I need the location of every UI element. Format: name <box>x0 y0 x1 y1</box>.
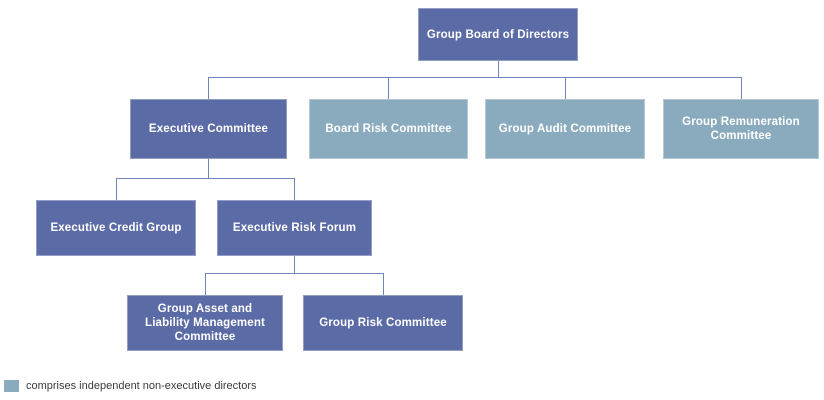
node-executive-risk-forum[interactable]: Executive Risk Forum <box>217 200 372 256</box>
connector-drop-group-risk-committee <box>383 273 384 295</box>
node-label: Group Risk Committee <box>319 317 447 329</box>
node-board-risk-committee[interactable]: Board Risk Committee <box>309 99 468 159</box>
connector-executive-risk-forum-stem <box>294 256 295 273</box>
node-label: Executive Committee <box>148 123 269 135</box>
node-group-risk-committee[interactable]: Group Risk Committee <box>303 295 463 351</box>
node-label: Group Audit Committee <box>498 123 632 135</box>
legend-swatch-non-executive <box>4 380 19 392</box>
connector-board-stem <box>498 61 499 77</box>
connector-drop-group-audit-committee <box>565 77 566 99</box>
node-label: Executive Credit Group <box>50 222 182 234</box>
connector-drop-executive-credit-group <box>116 178 117 200</box>
connector-drop-executive-committee <box>208 77 209 99</box>
connector-level1-bus <box>208 77 741 78</box>
node-executive-credit-group[interactable]: Executive Credit Group <box>36 200 196 256</box>
connector-level2-bus <box>116 178 295 179</box>
connector-drop-executive-risk-forum <box>294 178 295 200</box>
connector-drop-board-risk-committee <box>388 77 389 99</box>
node-group-remuneration-committee[interactable]: Group Remuneration Committee <box>663 99 819 159</box>
node-label: Group Asset and Liability Management Com… <box>145 303 265 343</box>
node-label: Board Risk Committee <box>325 123 452 135</box>
legend: comprises independent non-executive dire… <box>4 380 257 392</box>
connector-level3-bus <box>205 273 384 274</box>
connector-drop-group-remuneration-committee <box>741 77 742 99</box>
node-executive-committee[interactable]: Executive Committee <box>130 99 287 159</box>
node-group-board-of-directors[interactable]: Group Board of Directors <box>418 8 578 61</box>
node-label: Group Remuneration Committee <box>682 116 800 142</box>
node-label: Executive Risk Forum <box>232 222 357 234</box>
connector-drop-group-asset-liability-committee <box>205 273 206 295</box>
legend-label: comprises independent non-executive dire… <box>26 380 257 392</box>
connector-executive-committee-stem <box>208 159 209 178</box>
node-group-audit-committee[interactable]: Group Audit Committee <box>485 99 645 159</box>
node-group-asset-and-liability-management-committee[interactable]: Group Asset and Liability Management Com… <box>127 295 283 351</box>
node-label: Group Board of Directors <box>426 28 570 41</box>
